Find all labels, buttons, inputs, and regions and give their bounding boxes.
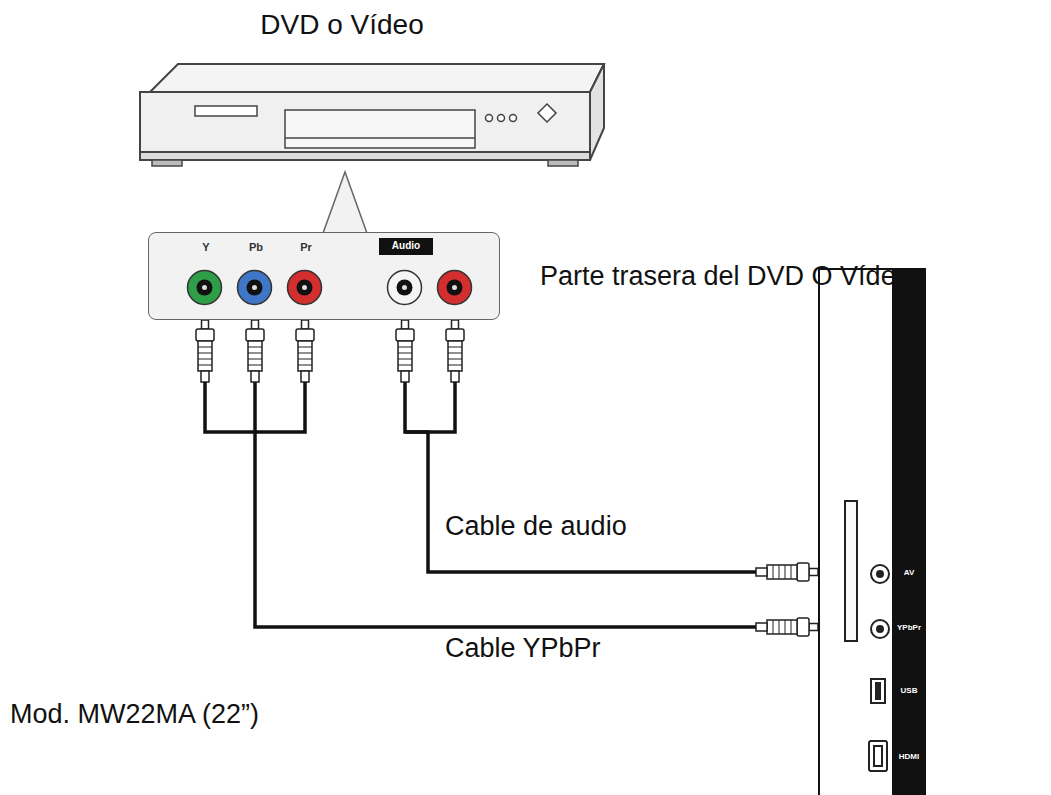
- jack-label: Audio: [392, 240, 420, 251]
- rca-jack: [188, 271, 222, 305]
- jack-pin: [302, 285, 307, 290]
- jack-hole: [247, 280, 263, 296]
- rca-jack: [388, 271, 422, 305]
- rca-plug: [756, 563, 818, 581]
- jack-pin: [402, 285, 407, 290]
- ypbpr-port-hole: [876, 625, 884, 633]
- jack-hole: [397, 280, 413, 296]
- model-label: Mod. MW22MA (22”): [10, 700, 259, 730]
- cable-branch: [205, 382, 305, 432]
- player-foot: [152, 160, 182, 166]
- av-port-hole: [876, 570, 884, 578]
- jack-pin: [452, 285, 457, 290]
- hdmi-port-inner: [873, 745, 883, 767]
- device-title: DVD o Vídeo: [260, 10, 423, 41]
- tray-panel: [285, 110, 475, 148]
- player-top: [150, 64, 604, 92]
- jack-hole: [297, 280, 313, 296]
- cable: [255, 320, 818, 627]
- rca-jack: [238, 271, 272, 305]
- player-foot: [548, 160, 578, 166]
- jack-label: Y: [202, 241, 209, 253]
- jack-row: [149, 233, 501, 321]
- rca-plug: [196, 320, 214, 382]
- player-button: [538, 104, 556, 122]
- jack-ring: [238, 271, 272, 305]
- jack-hole: [447, 280, 463, 296]
- jack-pin: [202, 285, 207, 290]
- cable-label: Cable YPbPr: [445, 634, 601, 664]
- port-label: YPbPr: [897, 624, 921, 633]
- port-label: USB: [901, 687, 918, 696]
- jack-panel: Y Pb Pr Audio: [148, 232, 500, 320]
- rca-jack: [438, 271, 472, 305]
- usb-port-tongue: [875, 682, 881, 700]
- rca-plug: [396, 320, 414, 382]
- disc-slot: [195, 106, 257, 116]
- player-base: [140, 152, 590, 160]
- jack-ring: [438, 271, 472, 305]
- view-caption: Parte trasera del DVD O Vídeo: [540, 262, 911, 292]
- port-label: HDMI: [899, 753, 919, 762]
- player-side: [590, 64, 604, 160]
- rca-plug: [246, 320, 264, 382]
- player-button: [498, 115, 505, 122]
- rca-plug: [756, 618, 818, 636]
- rca-jack: [288, 271, 322, 305]
- jack-label: Pb: [249, 241, 263, 253]
- player-button: [510, 115, 517, 122]
- panel-band: [892, 270, 926, 795]
- rca-plug: [446, 320, 464, 382]
- player-front: [140, 92, 590, 152]
- cable-branch: [405, 382, 455, 432]
- jack-pin: [252, 285, 257, 290]
- jack-hole: [197, 280, 213, 296]
- jack-ring: [188, 271, 222, 305]
- jack-label: Pr: [300, 241, 312, 253]
- device-box: DVD o Vídeo: [130, 62, 610, 168]
- tray-line: [285, 137, 475, 139]
- rca-plug: [296, 320, 314, 382]
- cable: [405, 320, 818, 572]
- port-label: AV: [904, 569, 915, 578]
- cable-label: Cable de audio: [445, 512, 627, 542]
- card-slot: [844, 500, 858, 642]
- callout-pointer: [322, 172, 368, 236]
- tv-side-panel: AV YPbPrUSB HDMI: [818, 268, 926, 795]
- player-button: [486, 115, 493, 122]
- jack-ring: [288, 271, 322, 305]
- jack-ring: [388, 271, 422, 305]
